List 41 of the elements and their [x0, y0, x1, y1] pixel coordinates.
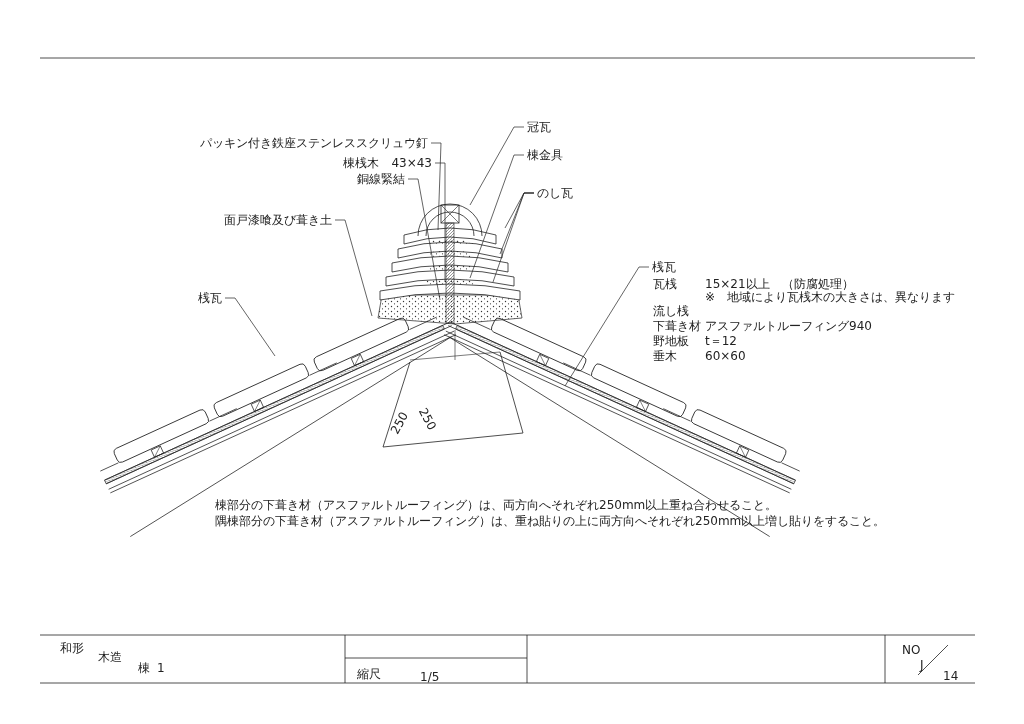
leader-line [469, 154, 525, 279]
leader-line [564, 266, 650, 387]
part-label: 棟桟木 43×43 [343, 156, 432, 170]
title-block-text: J [920, 658, 924, 672]
dimension-text: 250 [387, 409, 411, 437]
leader-line [224, 297, 276, 357]
leader-line [430, 142, 442, 231]
note-text: ※ 地域により瓦桟木の大きさは、異なります [705, 290, 956, 304]
part-label: 銅線緊結 [357, 172, 405, 186]
title-block-text: 14 [943, 669, 959, 683]
title-block-text: 1 [157, 661, 165, 675]
part-label: 桟瓦 [652, 260, 676, 274]
title-block-text: NO [902, 643, 921, 657]
spec-label: 流し桟 [653, 304, 689, 318]
title-block-text: 木造 [98, 650, 122, 664]
title-block-text: 縮尺 [357, 667, 381, 681]
part-label: パッキン付き鉄座ステンレススクリュウ釘 [200, 136, 428, 150]
note-text: 隅棟部分の下葺き材（アスファルトルーフィング）は、重ね貼りの上に両方向へそれぞれ250mm以上増し貼りをすること。 [215, 514, 886, 528]
spec-value: 15×21以上 （防腐処理） [705, 277, 854, 291]
title-block-text: 和形 [60, 641, 84, 655]
title-block-text: 1/5 [420, 670, 440, 684]
part-label: 面戸漆喰及び葺き土 [224, 213, 332, 227]
spec-value: t＝12 [705, 334, 737, 348]
spec-label: 下葺き材 [653, 319, 701, 333]
dimension-text: 250 [415, 405, 439, 433]
part-label: のし瓦 [537, 186, 573, 200]
leader-line [492, 192, 535, 283]
spec-label: 垂木 [653, 349, 677, 363]
spec-label: 野地板 [653, 334, 689, 348]
part-label: 冠瓦 [527, 120, 551, 134]
leader-line [469, 126, 525, 206]
leader-line [407, 178, 441, 301]
title-block-text: 棟 [138, 661, 150, 675]
spec-value: 60×60 [705, 349, 746, 363]
part-label: 桟瓦 [198, 291, 222, 305]
spec-label: 瓦桟 [653, 277, 677, 291]
leader-line [434, 162, 446, 283]
note-text: 棟部分の下葺き材（アスファルトルーフィング）は、両方向へそれぞれ250mm以上重ね合わせること。 [215, 498, 778, 512]
leader-line [334, 219, 373, 317]
spec-value: アスファルトルーフィング940 [705, 319, 872, 333]
part-label: 棟金具 [527, 148, 563, 162]
